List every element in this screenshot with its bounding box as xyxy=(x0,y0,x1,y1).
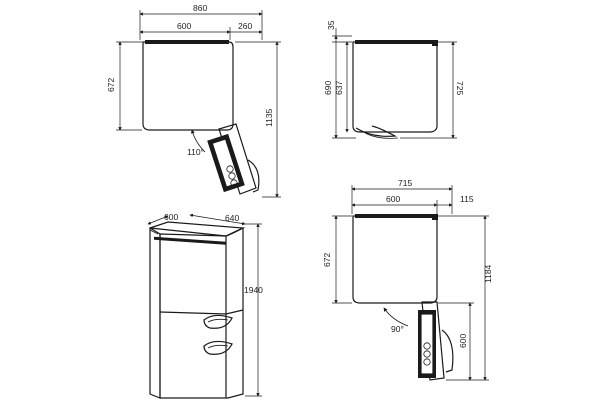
bottom-right-door-swing: 115 xyxy=(460,194,474,204)
top-right-top-gap: 35 xyxy=(326,20,336,30)
top-left-view: 110° 860 600 260 672 1135 xyxy=(106,3,281,198)
bottom-right-open-depth: 1184 xyxy=(483,264,493,283)
top-left-cabinet-top xyxy=(145,40,229,44)
top-right-view: 35 690 637 725 xyxy=(323,20,465,139)
top-left-angle: 110° xyxy=(187,147,204,157)
perspective-handle-top xyxy=(203,314,233,329)
top-left-cabinet xyxy=(142,41,234,131)
bottom-right-door-depth: 600 xyxy=(458,334,468,348)
bottom-right-width-body: 600 xyxy=(386,194,400,204)
perspective-side xyxy=(149,226,161,399)
top-left-width-body: 600 xyxy=(177,21,191,31)
top-left-open-depth: 1135 xyxy=(264,108,274,127)
perspective-view: 600 640 1940 xyxy=(147,212,263,399)
perspective-door-split xyxy=(159,309,244,315)
top-left-open-door xyxy=(207,123,260,195)
top-right-depth-c: 725 xyxy=(455,81,465,95)
perspective-width: 600 xyxy=(164,212,178,222)
bottom-right-cabinet xyxy=(352,215,438,304)
top-right-cabinet xyxy=(352,41,438,133)
top-left-door-swing: 260 xyxy=(238,21,252,31)
top-right-depth-b: 637 xyxy=(334,81,344,95)
top-left-angle-arc xyxy=(190,129,206,153)
bottom-right-open-door xyxy=(418,301,454,381)
perspective-height: 1940 xyxy=(244,285,263,295)
bottom-right-width-total: 715 xyxy=(398,178,412,188)
perspective-handle-bottom xyxy=(203,340,233,355)
bottom-right-angle: 90° xyxy=(391,324,404,334)
perspective-depth: 640 xyxy=(225,213,239,223)
top-right-handle xyxy=(355,125,398,137)
bottom-right-depth: 672 xyxy=(322,253,332,267)
top-left-depth: 672 xyxy=(106,78,116,92)
bottom-right-view: 90° 715 600 115 672 1184 600 xyxy=(322,178,493,381)
top-left-width-total: 860 xyxy=(193,3,207,13)
top-right-depth-a: 690 xyxy=(323,81,333,95)
